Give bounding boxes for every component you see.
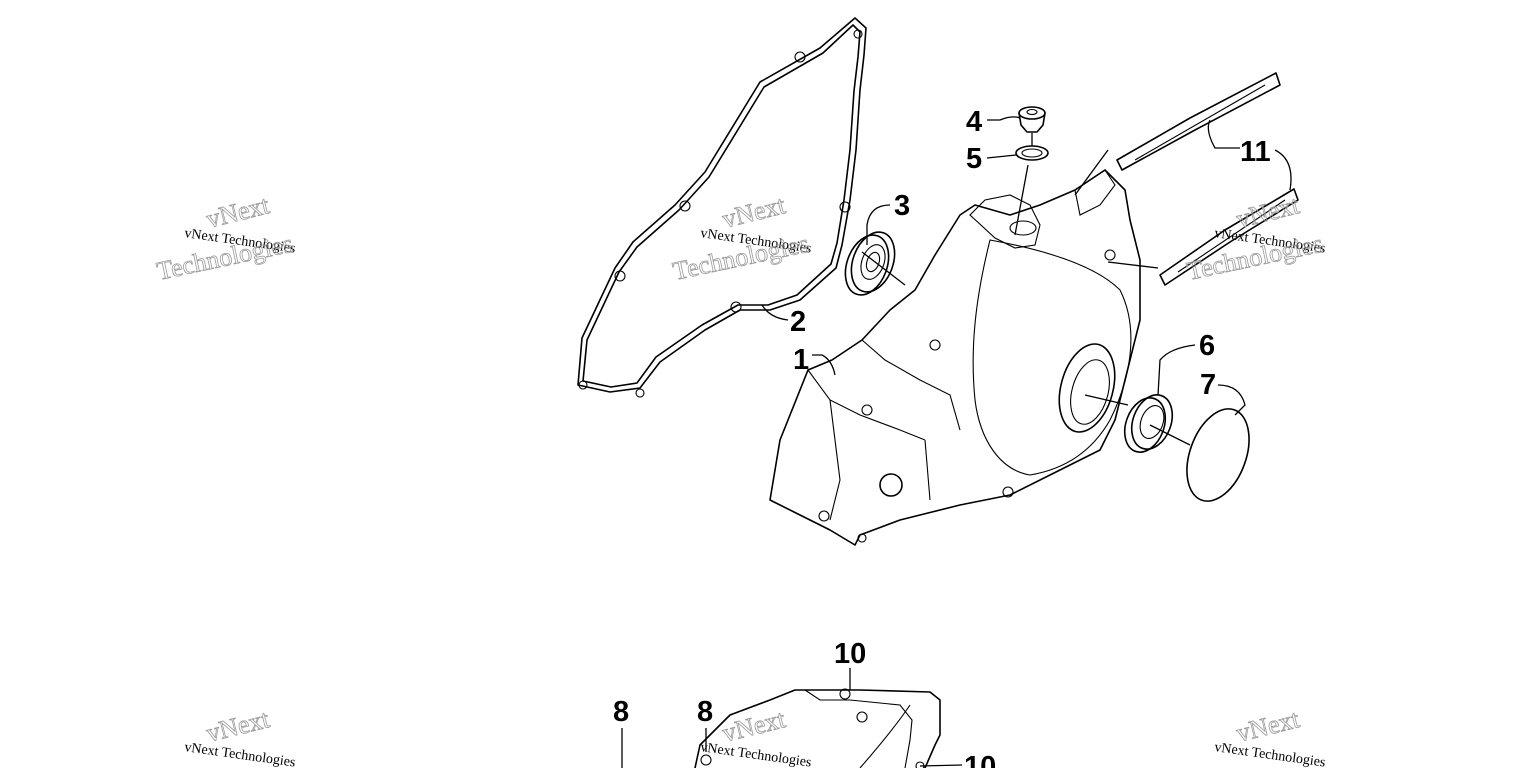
bearing-part (844, 231, 896, 296)
watermark-2: vNext vNext Technologies Technologies (670, 190, 813, 287)
callout-3: 3 (894, 190, 910, 222)
bracket-part (1116, 72, 1299, 286)
callout-4: 4 (966, 106, 982, 138)
o-ring-part (1015, 145, 1049, 161)
watermark-5: vNext vNext Technologies (699, 704, 812, 768)
leader-lines (621, 116, 1292, 768)
seal-part (1123, 394, 1174, 453)
callout-8-right: 8 (697, 696, 713, 728)
callout-2: 2 (790, 306, 806, 338)
svg-text:vNext: vNext (1233, 190, 1302, 234)
svg-text:vNext Technologies: vNext Technologies (1213, 740, 1326, 768)
callout-5: 5 (966, 143, 982, 175)
watermark-3: vNext vNext Technologies Technologies (1184, 190, 1327, 287)
callout-8-left: 8 (613, 696, 629, 728)
svg-text:vNext: vNext (719, 190, 788, 234)
callout-6: 6 (1199, 330, 1215, 362)
watermark-6: vNext vNext Technologies (1213, 704, 1326, 768)
svg-text:vNext: vNext (203, 190, 272, 234)
svg-text:vNext Technologies: vNext Technologies (183, 740, 296, 768)
svg-text:vNext: vNext (203, 704, 272, 748)
callout-7: 7 (1200, 369, 1216, 401)
callout-labels: 1 2 3 4 5 6 7 11 8 8 10 10 (613, 106, 1271, 768)
svg-text:vNext Technologies: vNext Technologies (699, 740, 812, 768)
callout-11: 11 (1240, 136, 1271, 168)
watermark-4: vNext vNext Technologies (183, 704, 296, 768)
svg-text:vNext: vNext (1233, 704, 1302, 748)
cap-part (1186, 408, 1250, 502)
svg-text:vNext: vNext (719, 704, 788, 748)
callout-1: 1 (793, 344, 809, 376)
drain-plug-part (1018, 106, 1046, 133)
gasket-part (577, 17, 867, 398)
engine-cover-part (769, 169, 1141, 546)
watermark-1: vNext vNext Technologies Technologies (154, 190, 297, 287)
callout-10-top: 10 (834, 638, 866, 670)
lower-cover-part (694, 688, 941, 768)
callout-10-bottom: 10 (964, 751, 996, 768)
